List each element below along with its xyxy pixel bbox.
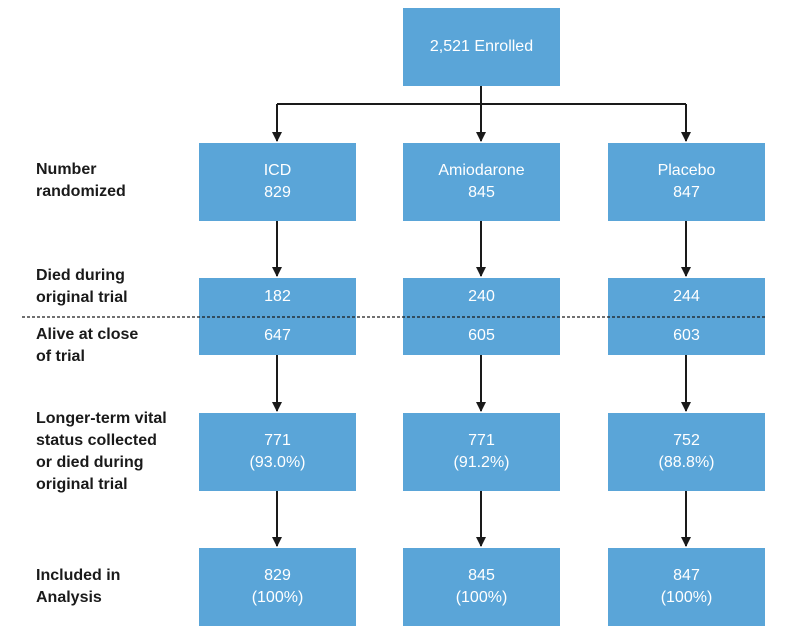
alive-cell: 647 (199, 317, 356, 356)
vital-percent: (88.8%) (658, 454, 715, 471)
vital-count: 752 (673, 432, 700, 449)
arm-name: ICD (263, 162, 292, 179)
died-count: 240 (468, 288, 495, 306)
alive-count: 603 (673, 326, 700, 344)
enrolled-box: 2,521 Enrolled (403, 8, 560, 86)
icd-randomized-box: ICD 829 (199, 143, 356, 221)
randomized-count: 829 (264, 184, 291, 201)
placebo-randomized-box: Placebo 847 (608, 143, 765, 221)
arm-name: Placebo (657, 162, 716, 179)
amiodarone-randomized-box: Amiodarone 845 (403, 143, 560, 221)
arm-name: Amiodarone (438, 162, 525, 179)
alive-count: 647 (264, 326, 291, 344)
died-cell: 182 (199, 278, 356, 317)
included-percent: (100%) (251, 589, 304, 606)
icd-vital-status-box: 771 (93.0%) (199, 413, 356, 491)
placebo-outcome-box: 244 603 (608, 278, 765, 355)
amiodarone-outcome-box: 240 605 (403, 278, 560, 355)
included-count: 829 (264, 567, 291, 584)
included-percent: (100%) (660, 589, 713, 606)
randomized-count: 847 (673, 184, 700, 201)
included-percent: (100%) (455, 589, 508, 606)
died-count: 182 (264, 288, 291, 306)
row-label-included: Included in Analysis (36, 567, 121, 606)
vital-count: 771 (264, 432, 291, 449)
placebo-vital-status-box: 752 (88.8%) (608, 413, 765, 491)
enrolled-label: 2,521 Enrolled (429, 38, 534, 55)
alive-cell: 603 (608, 317, 765, 356)
icd-outcome-box: 182 647 (199, 278, 356, 355)
vital-percent: (91.2%) (453, 454, 510, 471)
died-count: 244 (673, 288, 700, 306)
placebo-included-box: 847 (100%) (608, 548, 765, 626)
icd-included-box: 829 (100%) (199, 548, 356, 626)
row-label-randomized: Number randomized (36, 161, 126, 200)
amiodarone-included-box: 845 (100%) (403, 548, 560, 626)
died-cell: 244 (608, 278, 765, 317)
amiodarone-vital-status-box: 771 (91.2%) (403, 413, 560, 491)
included-count: 845 (468, 567, 495, 584)
vital-percent: (93.0%) (249, 454, 306, 471)
randomized-count: 845 (468, 184, 495, 201)
alive-cell: 605 (403, 317, 560, 356)
died-cell: 240 (403, 278, 560, 317)
alive-count: 605 (468, 326, 495, 344)
row-label-vital-status: Longer-term vital status collected or di… (36, 410, 167, 493)
row-label-died: Died during original trial (36, 267, 128, 306)
row-label-alive: Alive at close of trial (36, 326, 139, 365)
included-count: 847 (673, 567, 700, 584)
vital-count: 771 (468, 432, 495, 449)
